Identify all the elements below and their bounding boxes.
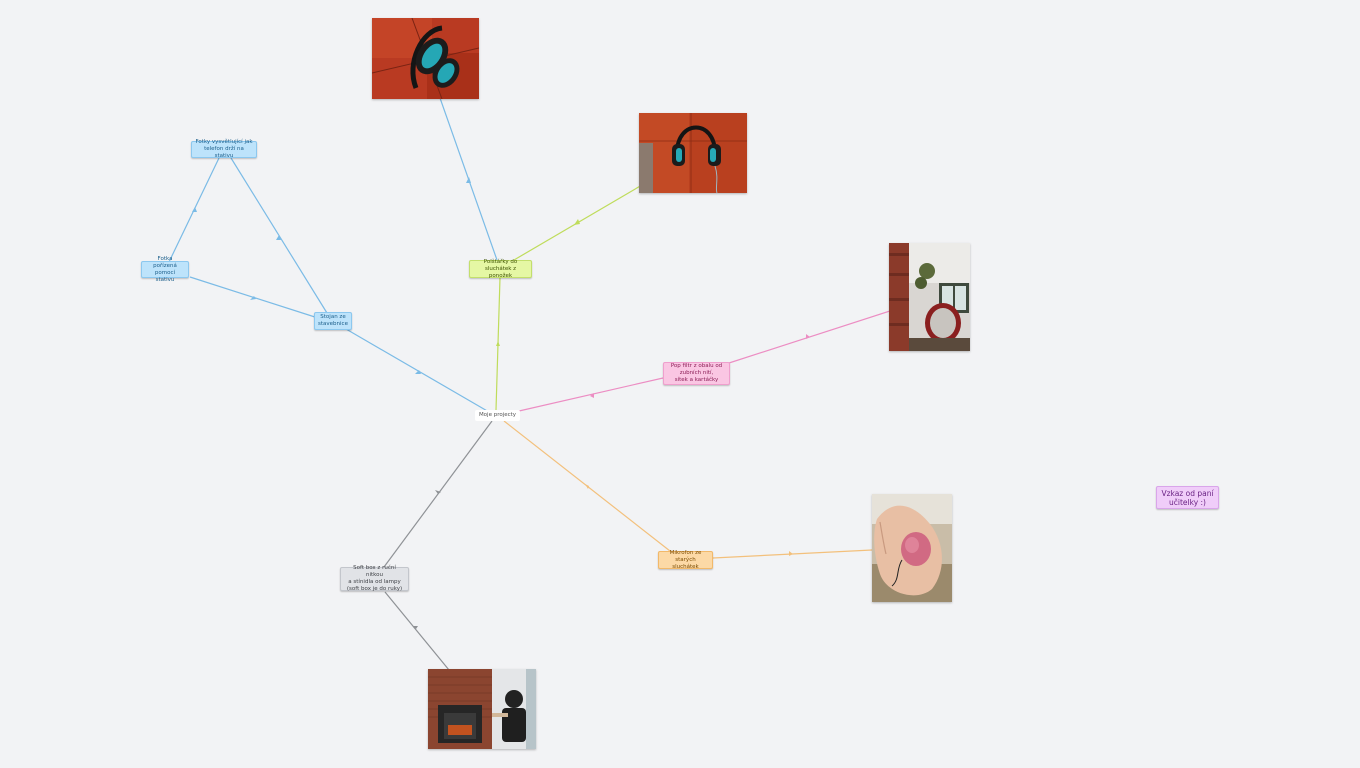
edge-arrow xyxy=(250,296,256,300)
soft-box-photo[interactable] xyxy=(428,669,536,749)
pop-filter-photo[interactable] xyxy=(889,243,970,351)
edge-arrow xyxy=(415,370,421,374)
edge-arrow xyxy=(276,235,281,240)
node-tripod-photo[interactable]: Fotka pořízená pomocí stativu xyxy=(141,256,189,283)
node-label: Mikrofon ze starých sluchátek xyxy=(669,549,702,570)
node-headphone-cushions[interactable]: Polštářky do sluchátek z ponožek xyxy=(469,258,532,279)
node-label: Pop filtr z obalu od zubních nití, sítek… xyxy=(670,363,723,383)
edge-arrow xyxy=(466,177,471,183)
edge-arrow xyxy=(496,341,500,346)
headphones-photo-top[interactable] xyxy=(372,18,479,99)
edge-arrow xyxy=(435,490,441,494)
node-soft-box[interactable]: Soft box z ruční nitkou a stínidla od la… xyxy=(340,565,409,592)
node-microphone[interactable]: Mikrofon ze starých sluchátek xyxy=(658,549,713,570)
node-phone-photos[interactable]: Fotky vysvětlující jak telefon drží na s… xyxy=(191,139,257,159)
edge-soft-box-to-photo xyxy=(384,591,450,671)
edge-arrow xyxy=(574,219,580,225)
edge-arrow xyxy=(789,551,793,556)
edge-root-to-pop-filter xyxy=(518,377,664,412)
node-teacher-message[interactable]: Vzkaz od paní učitelky :) xyxy=(1156,486,1219,509)
headphones-photo-icon xyxy=(639,113,747,193)
node-label: Moje projecty xyxy=(478,412,517,418)
edge-root-to-stand xyxy=(345,328,490,413)
microphone-photo[interactable] xyxy=(872,494,952,602)
edge-arrow xyxy=(192,207,197,212)
node-label: Fotky vysvětlující jak telefon drží na s… xyxy=(195,139,253,159)
root-node[interactable]: Moje projecty xyxy=(475,410,520,421)
room-photo-icon xyxy=(889,243,970,351)
node-pop-filter[interactable]: Pop filtr z obalu od zubních nití, sítek… xyxy=(663,362,730,385)
headphones-photo-icon xyxy=(372,18,479,99)
node-label: Polštářky do sluchátek z ponožek xyxy=(483,258,518,279)
fireplace-photo-icon xyxy=(428,669,536,749)
edge-arrow xyxy=(590,393,594,398)
node-label: Vzkaz od paní učitelky :) xyxy=(1161,488,1214,507)
edge-arrow xyxy=(806,334,810,339)
headphones-photo-right[interactable] xyxy=(639,113,747,193)
edge-arrow xyxy=(585,484,589,489)
hand-photo-icon xyxy=(872,494,952,602)
node-label: Stojan ze stavebnice xyxy=(318,314,348,327)
node-label: Soft box z ruční nitkou a stínidla od la… xyxy=(346,565,403,592)
edge-arrow xyxy=(413,626,418,629)
node-label: Fotka pořízená pomocí stativu xyxy=(153,255,177,283)
node-stand-from-kit[interactable]: Stojan ze stavebnice xyxy=(314,312,352,330)
